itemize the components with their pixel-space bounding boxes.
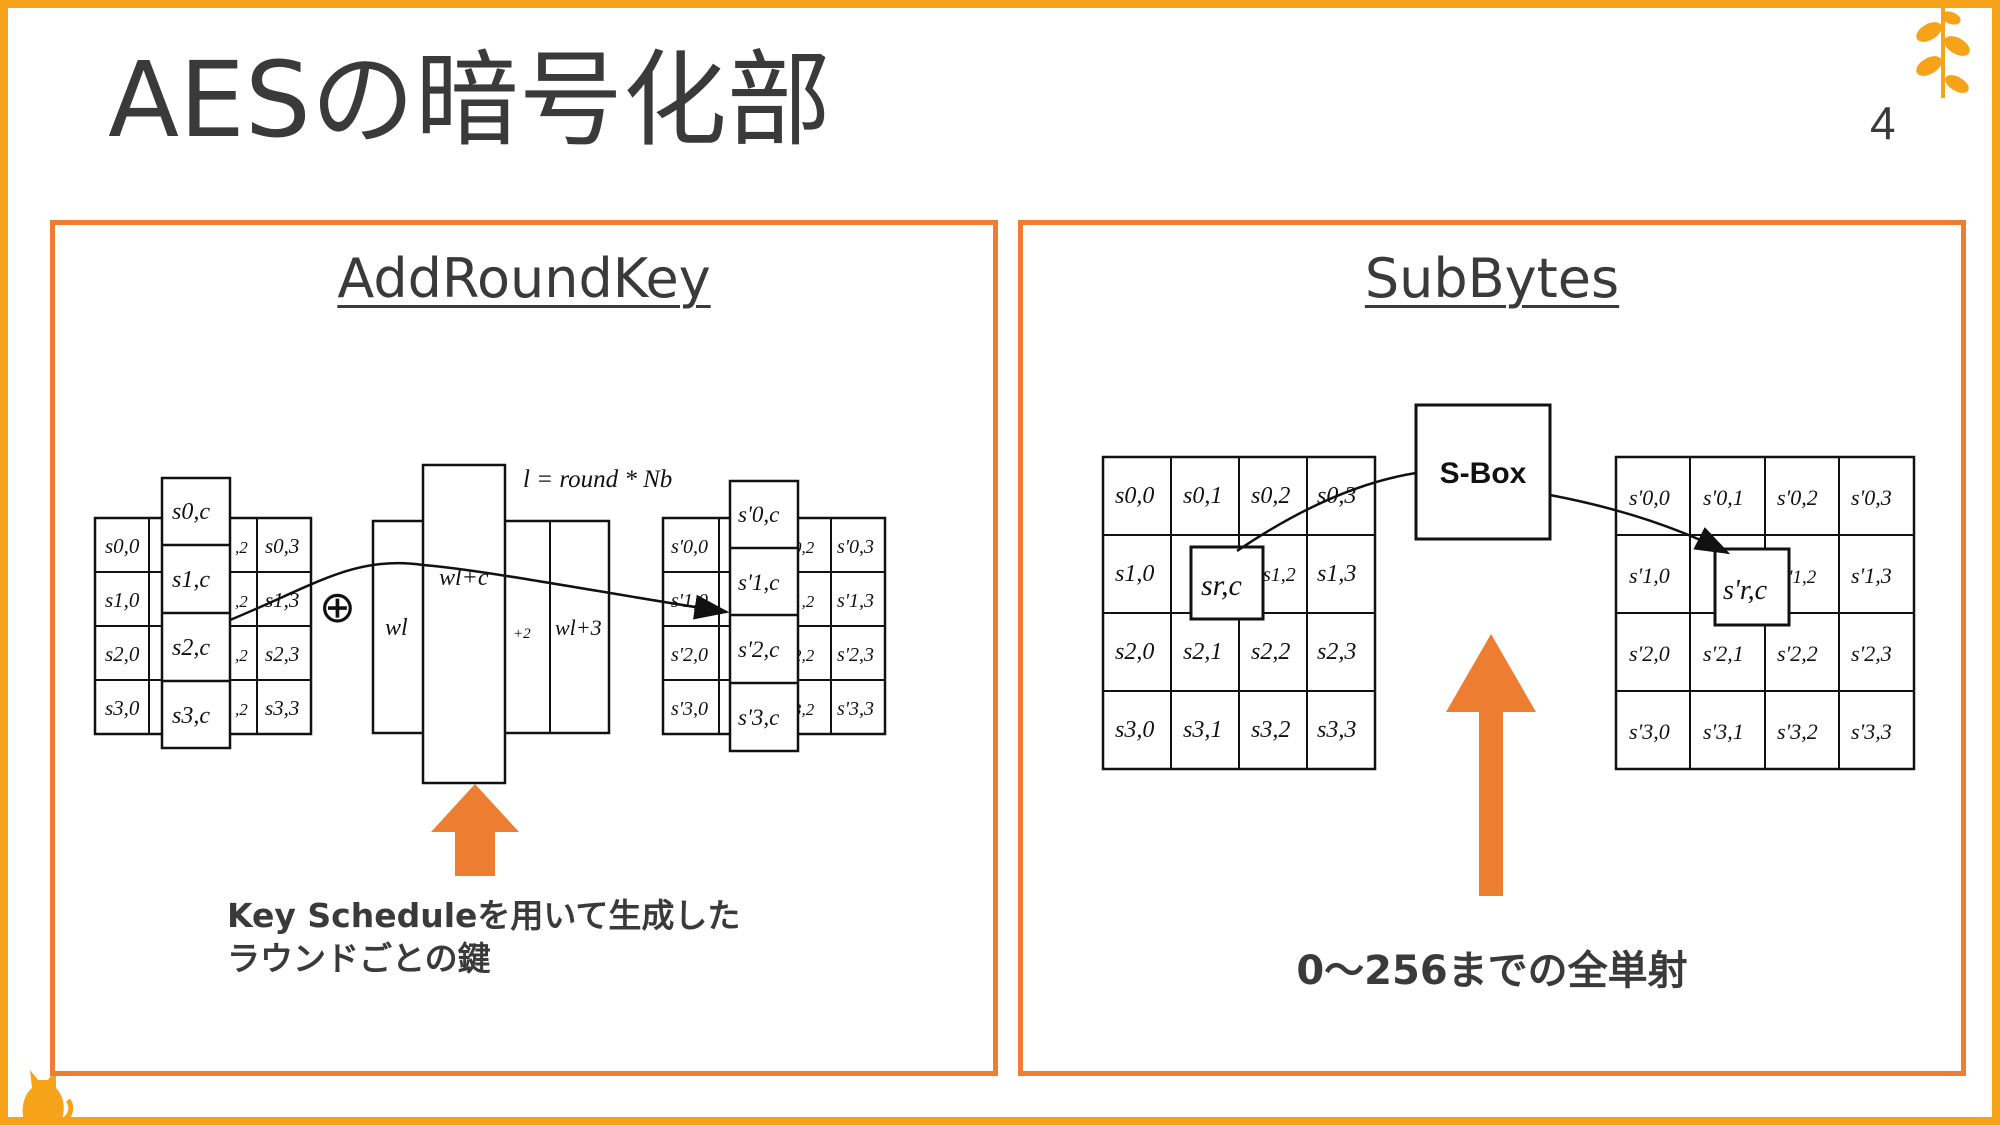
slide-title: AESの暗号化部 bbox=[108, 39, 831, 161]
cell: s1,0 bbox=[1115, 561, 1154, 587]
sub-bytes-diagram: s0,0 s0,1 s0,2 s0,3 s1,0 s1,2 s1,3 s2,0 … bbox=[1101, 403, 1916, 771]
add-round-key-panel: AddRoundKey s0,0 s1,0 s2,0 s3,0 , bbox=[50, 220, 998, 1076]
cell: ,2 bbox=[235, 700, 248, 719]
cell: s1,2 bbox=[1263, 564, 1296, 586]
cell: s'r,c bbox=[1723, 575, 1768, 606]
round-formula: l = round * Nb bbox=[523, 466, 672, 493]
input-highlight-cell: sr,c bbox=[1189, 545, 1265, 621]
cell: s2,2 bbox=[1251, 639, 1290, 665]
cell: s'1,c bbox=[738, 570, 779, 595]
sprout-icon bbox=[1916, 8, 1970, 98]
right-highlight-column: s'0,c s'1,c s'2,c s'3,c bbox=[728, 479, 800, 753]
cell: s0,1 bbox=[1183, 483, 1222, 509]
cell: s3,3 bbox=[265, 696, 299, 720]
output-highlight-cell: s'r,c bbox=[1713, 547, 1791, 627]
cell: s'2,c bbox=[738, 637, 779, 662]
cell: s'3,1 bbox=[1703, 719, 1744, 744]
sub-bytes-panel: SubBytes s0,0 s0,1 s0,2 s0,3 s1 bbox=[1018, 220, 1966, 1076]
cell: s'3,0 bbox=[671, 698, 708, 720]
cell: s'0,1 bbox=[1703, 485, 1744, 510]
sbox-input-arrow bbox=[1236, 471, 1417, 553]
cell: s2,3 bbox=[265, 642, 299, 666]
cell: s'0,2 bbox=[1777, 485, 1818, 510]
cell: ,2 bbox=[235, 646, 248, 665]
key-word-highlight: wl+c bbox=[421, 463, 507, 785]
cell: s1,c bbox=[172, 567, 210, 593]
left-highlight-column: s0,c s1,c s2,c s3,c bbox=[160, 476, 232, 750]
caption-line: ラウンドごとの鍵 bbox=[227, 938, 491, 978]
cell: s'3,0 bbox=[1629, 719, 1670, 744]
cell: s'2,2 bbox=[1777, 641, 1818, 666]
sbox-output-arrow bbox=[1549, 493, 1731, 555]
cell: s3,0 bbox=[105, 696, 140, 720]
cat-icon bbox=[22, 1068, 74, 1117]
cell: s'2,0 bbox=[671, 644, 708, 666]
cell: s'1,3 bbox=[1851, 563, 1892, 588]
cell: s'0,0 bbox=[1629, 485, 1670, 510]
bijection-caption: 0〜256までの全単射 bbox=[1296, 948, 1688, 994]
key-word: wl bbox=[385, 615, 408, 641]
cell: sr,c bbox=[1201, 569, 1242, 602]
cell: s'3,3 bbox=[1851, 719, 1892, 744]
input-state-grid: s0,0 s0,1 s0,2 s0,3 s1,0 s1,2 s1,3 s2,0 … bbox=[1101, 455, 1377, 771]
cell: s2,3 bbox=[1317, 639, 1356, 665]
cell: s3,2 bbox=[1251, 717, 1290, 743]
cell: s3,c bbox=[172, 703, 210, 729]
cell: s'3,c bbox=[738, 705, 779, 730]
key-word: +2 bbox=[513, 626, 531, 642]
cell: s'3,3 bbox=[837, 698, 874, 720]
cell: s2,0 bbox=[1115, 639, 1154, 665]
cell: s'0,3 bbox=[837, 536, 874, 558]
bijection-up-arrow bbox=[1446, 634, 1536, 896]
cell: s2,1 bbox=[1183, 639, 1222, 665]
cell: s2,c bbox=[172, 635, 210, 661]
cell: s0,c bbox=[172, 499, 210, 525]
cell: s0,0 bbox=[105, 534, 140, 558]
cell: s0,0 bbox=[1115, 483, 1154, 509]
flow-arrow bbox=[229, 561, 730, 622]
cell: s'2,3 bbox=[837, 644, 874, 666]
key-word: wl+3 bbox=[555, 615, 602, 640]
cell: s'0,3 bbox=[1851, 485, 1892, 510]
cell: s'0,c bbox=[738, 502, 779, 527]
cell: s'3,2 bbox=[1777, 719, 1818, 744]
add-round-key-heading: AddRoundKey bbox=[337, 247, 711, 310]
cell: s3,0 bbox=[1115, 717, 1154, 743]
cell: s1,0 bbox=[105, 588, 140, 612]
s-box-label: S-Box bbox=[1440, 457, 1527, 490]
cell: s'2,3 bbox=[1851, 641, 1892, 666]
cell: s0,2 bbox=[1251, 483, 1290, 509]
add-round-key-diagram: s0,0 s1,0 s2,0 s3,0 ,2 ,2 ,2 ,2 s0,3 s1,… bbox=[93, 463, 887, 785]
cell: s'1,3 bbox=[837, 590, 874, 612]
xor-symbol: ⊕ bbox=[319, 582, 356, 633]
page-number: 4 bbox=[1870, 97, 1896, 149]
cell: s2,0 bbox=[105, 642, 140, 666]
caption-line: Key Scheduleを用いて生成した bbox=[227, 896, 741, 935]
cell: s'2,0 bbox=[1629, 641, 1670, 666]
key-schedule-caption: Key Scheduleを用いて生成した ラウンドごとの鍵 bbox=[227, 895, 740, 981]
key-up-arrow bbox=[431, 784, 519, 876]
cell: s'2,1 bbox=[1703, 641, 1744, 666]
sub-bytes-heading: SubBytes bbox=[1364, 247, 1620, 310]
cell: s0,3 bbox=[265, 534, 299, 558]
s-box: S-Box bbox=[1414, 403, 1552, 541]
cell: ,2 bbox=[235, 538, 248, 557]
cell: s3,1 bbox=[1183, 717, 1222, 743]
cell: s'0,0 bbox=[671, 536, 708, 558]
cell: s1,3 bbox=[1317, 561, 1356, 587]
cell: s3,3 bbox=[1317, 717, 1356, 743]
cell: s'1,0 bbox=[1629, 563, 1670, 588]
cell: ,2 bbox=[235, 592, 248, 611]
